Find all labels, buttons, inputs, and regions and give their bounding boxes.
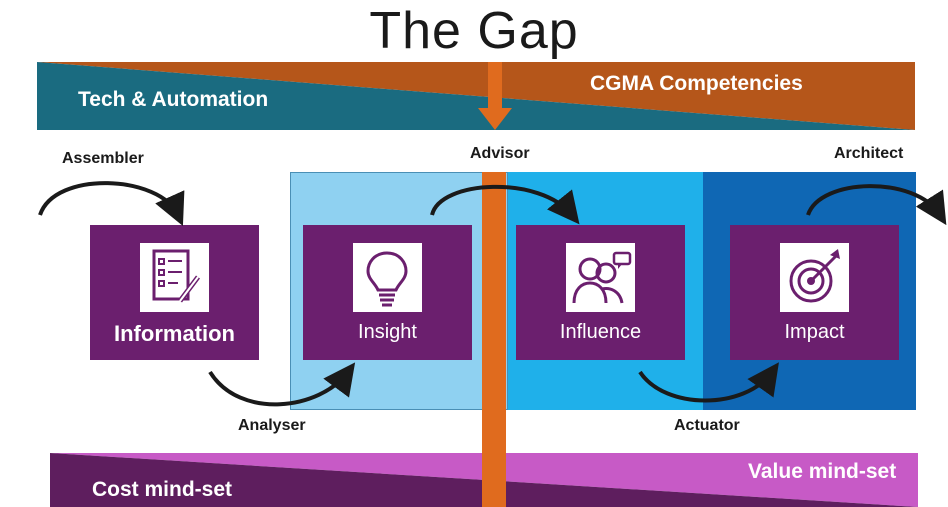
top-band-teal xyxy=(37,62,915,130)
page-title: The Gap xyxy=(369,2,579,60)
value-mindset-label: Value mind-set xyxy=(748,460,897,483)
insight-label: Insight xyxy=(358,321,417,343)
advisor-arrow xyxy=(430,184,580,225)
insight-card: Insight xyxy=(303,225,472,360)
tech-automation-label: Tech & Automation xyxy=(78,88,269,111)
analyser-arrow xyxy=(208,362,356,407)
assembler-arrow xyxy=(38,181,185,226)
gap-bar xyxy=(482,172,506,507)
impact-label: Impact xyxy=(784,321,845,343)
architect-arrow xyxy=(806,184,947,226)
checklist-pencil-icon xyxy=(140,243,209,312)
lightbulb-icon xyxy=(353,243,422,312)
cgma-competencies-label: CGMA Competencies xyxy=(590,72,803,95)
architect-label: Architect xyxy=(834,145,904,162)
assembler-label: Assembler xyxy=(62,150,144,167)
cost-mindset-label: Cost mind-set xyxy=(92,478,233,501)
impact-card: Impact xyxy=(730,225,899,360)
people-speech-icon xyxy=(566,243,635,312)
influence-card: Influence xyxy=(516,225,685,360)
actuator-label: Actuator xyxy=(674,417,740,434)
analyser-label: Analyser xyxy=(238,417,306,434)
gap-down-arrow-icon xyxy=(478,62,512,130)
influence-label: Influence xyxy=(559,321,642,343)
information-label: Information xyxy=(114,321,235,346)
advisor-label: Advisor xyxy=(470,145,530,162)
information-card: Information xyxy=(90,225,259,360)
target-arrow-icon xyxy=(780,243,849,312)
actuator-arrow xyxy=(638,362,779,403)
